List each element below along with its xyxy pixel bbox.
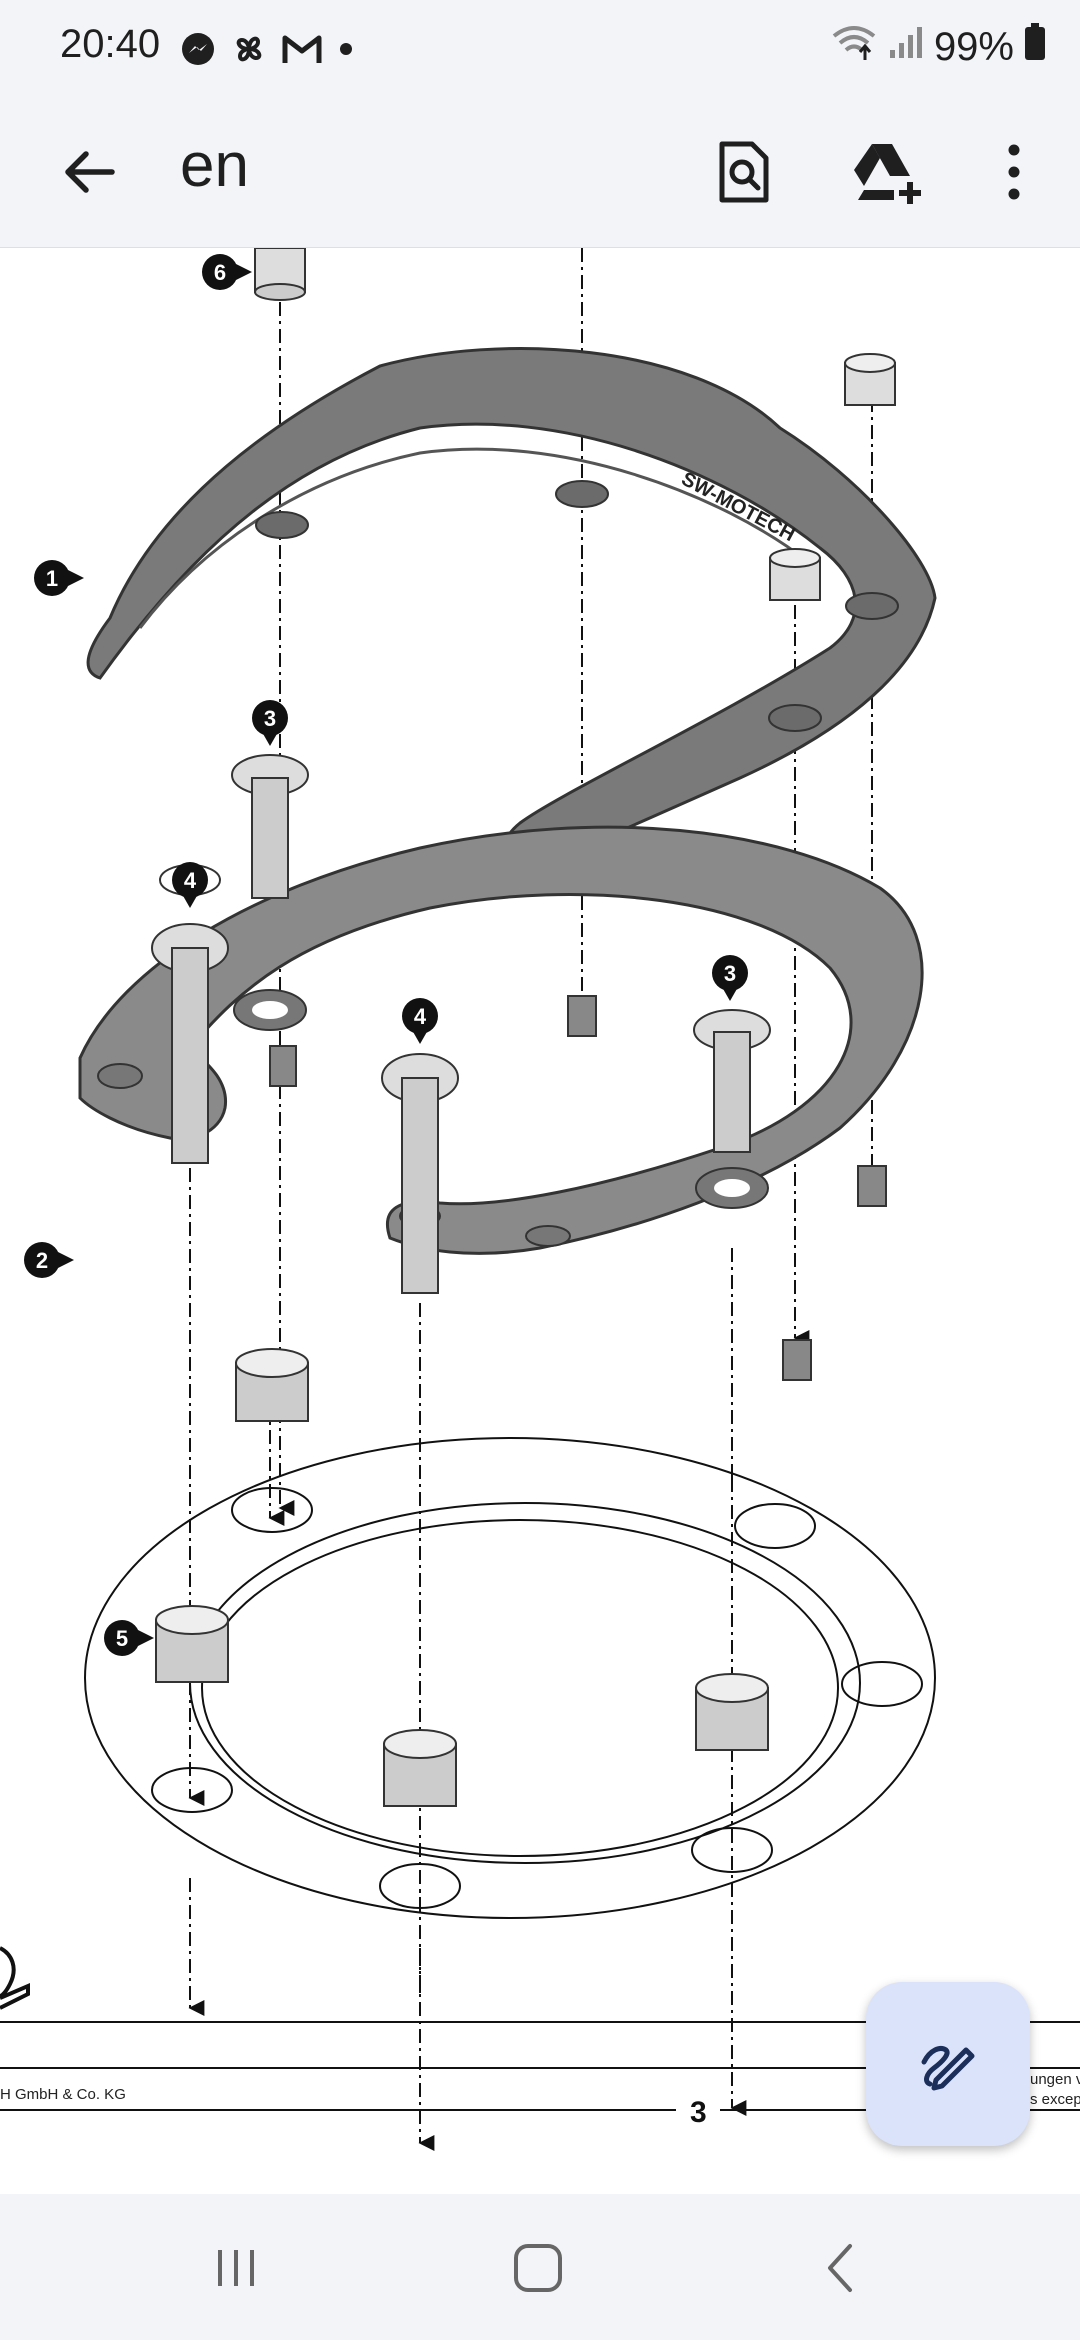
edit-fab[interactable] (866, 1982, 1030, 2146)
add-to-drive-button[interactable] (846, 130, 930, 214)
pinwheel-icon (230, 30, 268, 73)
wifi-icon (830, 22, 878, 72)
battery-icon (1024, 23, 1046, 71)
system-nav-bar (0, 2194, 1080, 2340)
footer-right-text: ungen v s except (1030, 2071, 1080, 2108)
callout-4a: 4 (172, 862, 208, 908)
battery-percent: 99% (933, 24, 1014, 69)
status-right: 99% (830, 22, 1046, 72)
more-vert-icon (1008, 144, 1020, 200)
app-bar: en (0, 100, 1080, 248)
footer-company: H GmbH & Co. KG (0, 2086, 126, 2103)
recents-icon (218, 2250, 254, 2286)
callout-3b: 3 (712, 955, 748, 1001)
status-bar: 20:40 99% (0, 0, 1080, 100)
home-button[interactable] (498, 2228, 578, 2308)
fasteners (151, 248, 896, 1807)
edit-pen-icon (921, 2046, 975, 2091)
svg-text:3: 3 (264, 706, 276, 731)
back-button[interactable] (52, 136, 124, 208)
top-ring-part-1: SW-MOTECH (86, 347, 937, 880)
callout-1: 1 (34, 560, 84, 596)
search-document-icon (719, 141, 769, 203)
assembly-diagram: SW-MOTECH (0, 248, 1080, 2151)
svg-text:5: 5 (116, 1626, 128, 1651)
search-document-button[interactable] (702, 130, 786, 214)
callout-3a: 3 (252, 700, 288, 746)
recents-button[interactable] (196, 2228, 276, 2308)
document-title: en (180, 131, 249, 200)
callout-5: 5 (104, 1620, 154, 1656)
back-icon (828, 2244, 852, 2292)
status-time: 20:40 (60, 22, 161, 66)
arrow-back-icon (65, 151, 115, 193)
document-page: SW-MOTECH (0, 248, 1080, 2194)
home-icon (514, 2244, 562, 2292)
svg-text:6: 6 (214, 260, 226, 285)
callout-2: 2 (24, 1242, 74, 1278)
notification-icons (180, 30, 356, 73)
svg-text:4: 4 (184, 868, 197, 893)
svg-text:3: 3 (724, 961, 736, 986)
more-options-button[interactable] (972, 130, 1056, 214)
signal-icon (888, 24, 924, 70)
svg-text:4: 4 (414, 1004, 427, 1029)
callout-6: 6 (202, 254, 252, 290)
svg-text:2: 2 (36, 1248, 48, 1273)
dot-icon (336, 39, 356, 64)
messenger-icon (180, 31, 216, 72)
add-to-drive-icon (854, 144, 921, 204)
svg-text:1: 1 (46, 566, 58, 591)
callout-4b: 4 (402, 998, 438, 1044)
page-number: 3 (690, 2096, 707, 2129)
logo-fragment (0, 1946, 30, 2010)
gmail-icon (282, 33, 322, 70)
nav-back-button[interactable] (800, 2228, 880, 2308)
callouts: 6 1 3 4 4 3 2 5 (24, 254, 748, 1656)
